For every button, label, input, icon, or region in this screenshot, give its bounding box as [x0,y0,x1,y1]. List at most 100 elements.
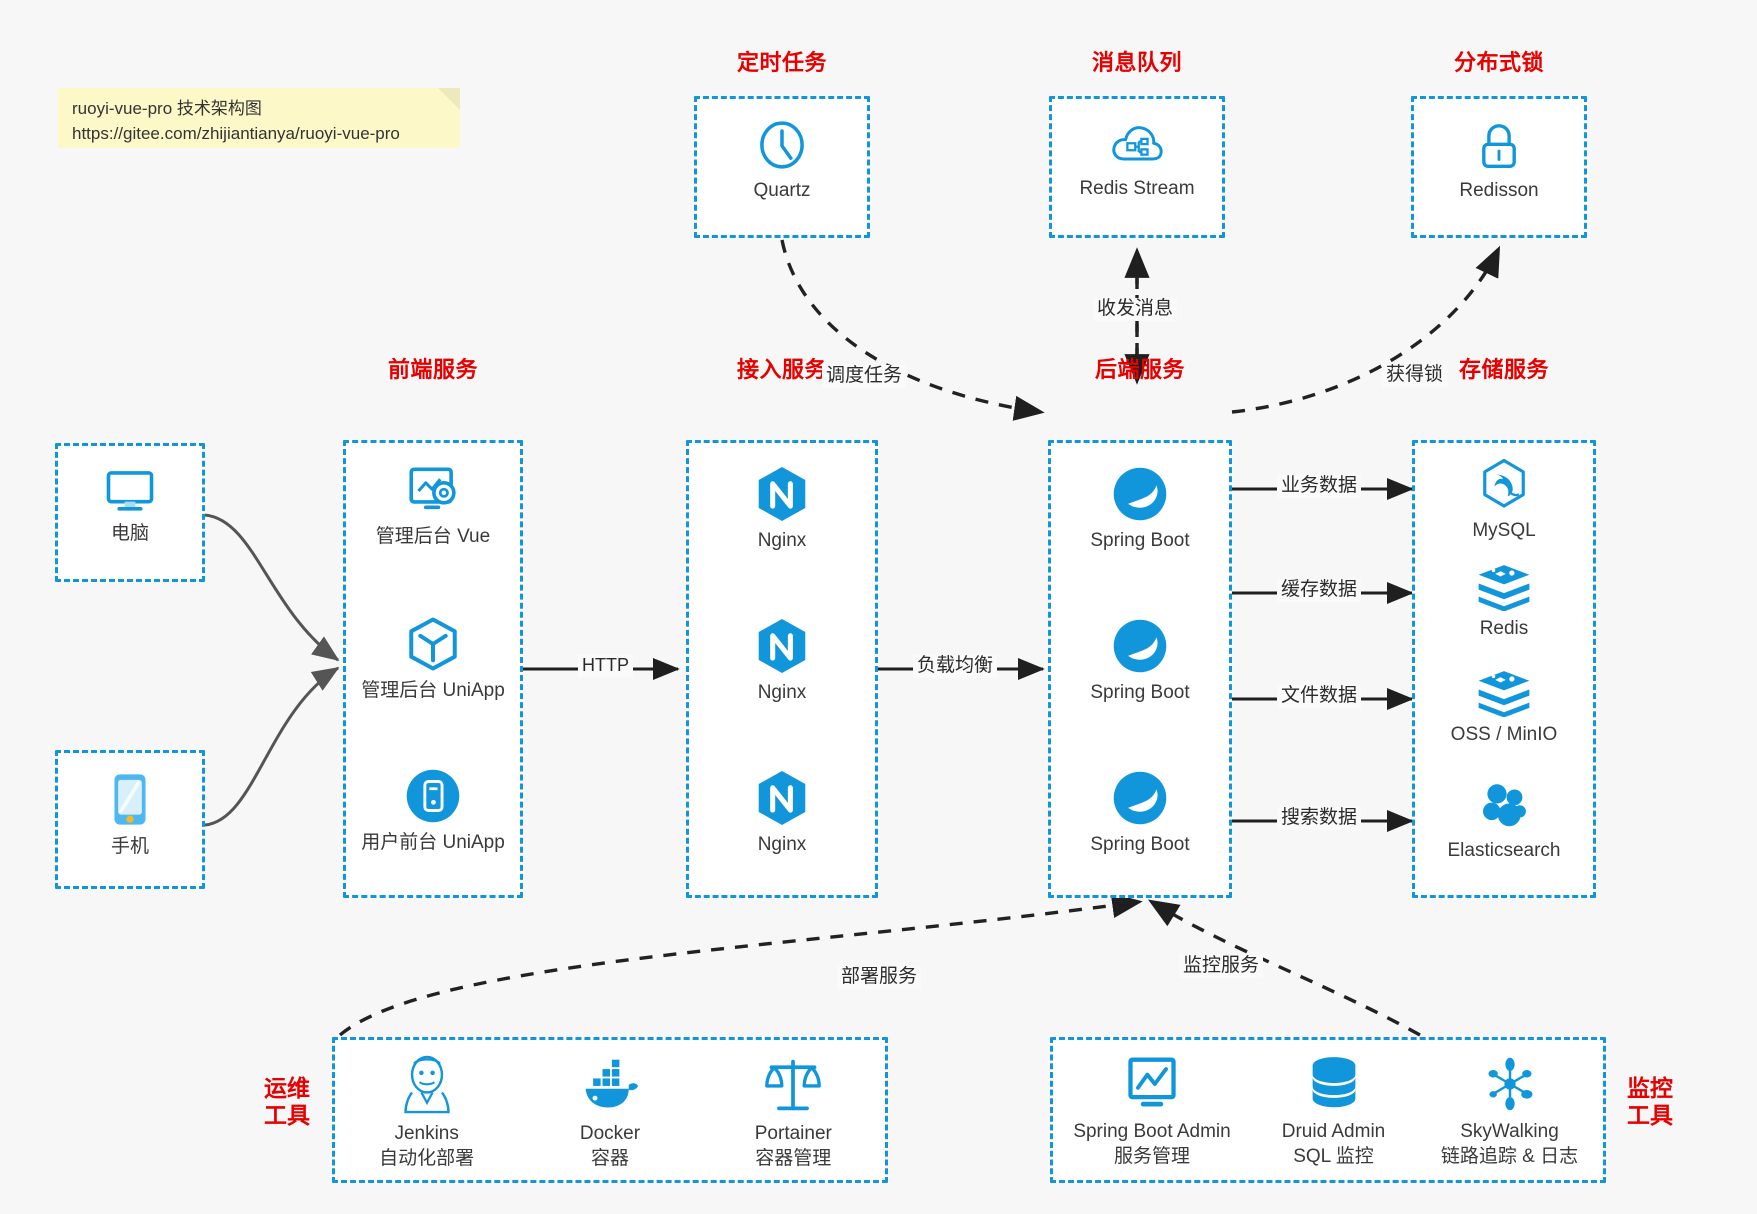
node-quartz[interactable]: Quartz [697,117,867,203]
group-box-client-desktop: 电脑 [55,443,205,582]
node-label: Nginx [757,530,807,551]
node-label: 手机 [110,836,149,857]
node-nginx-3[interactable]: Nginx [689,769,875,857]
node-label: Nginx [757,682,807,703]
node-name: Druid Admin [1281,1121,1386,1142]
node-admin-uniapp[interactable]: 管理后台 UniApp [346,615,520,703]
redis-stack-icon [1478,565,1530,611]
node-desc: 服务管理 [1113,1146,1190,1168]
edge-label-send-receive-message: 收发消息 [1093,298,1178,321]
group-title-distributed-lock: 分布式锁 [1453,50,1544,75]
edge-label-cache-data: 缓存数据 [1277,579,1362,602]
mysql-dolphin-icon [1483,458,1525,508]
nginx-icon [758,467,806,521]
nginx-icon [758,619,806,673]
node-redisson[interactable]: Redisson [1414,119,1584,203]
jenkins-butler-icon [403,1055,450,1114]
node-label: Redis [1479,618,1529,639]
group-title-scheduler: 定时任务 [736,50,827,75]
network-nodes-icon [1487,1057,1532,1111]
spring-boot-icon [1113,771,1167,825]
node-docker[interactable]: Docker 容器 [519,1054,701,1172]
clock-icon [760,121,804,169]
elasticsearch-icon [1483,784,1526,827]
cube-icon [409,617,457,671]
node-admin-vue[interactable]: 管理后台 Vue [346,463,520,549]
group-box-storage: MySQL Redis OSS / MinIO [1412,440,1596,898]
node-skywalking[interactable]: SkyWalking 链路追踪 & 日志 [1416,1054,1603,1170]
group-box-scheduler: Quartz [694,96,870,238]
node-label: 电脑 [110,523,149,544]
node-mysql[interactable]: MySQL [1415,457,1593,543]
node-druid-admin[interactable]: Druid Admin SQL 监控 [1251,1054,1416,1170]
node-nginx-1[interactable]: Nginx [689,465,875,553]
group-title-backend: 后端服务 [1094,357,1185,382]
node-label: Spring Boot [1090,530,1190,551]
node-label: Spring Boot [1090,682,1190,703]
cloud-stream-icon [1112,126,1163,161]
group-title-gateway: 接入服务 [736,357,827,382]
node-desc: 链路追踪 & 日志 [1440,1146,1579,1168]
node-label: Elasticsearch [1447,840,1561,861]
node-label: Nginx [757,834,807,855]
node-spring-boot-admin[interactable]: Spring Boot Admin 服务管理 [1053,1054,1251,1170]
node-label: MySQL [1472,520,1536,541]
node-spring-boot-1[interactable]: Spring Boot [1051,465,1229,553]
spring-boot-icon [1113,467,1167,521]
node-label: 管理后台 Vue [375,526,491,547]
node-desc: 自动化部署 [379,1148,475,1170]
object-storage-icon [1478,671,1530,717]
node-oss-minio[interactable]: OSS / MinIO [1415,669,1593,747]
node-jenkins[interactable]: Jenkins 自动化部署 [336,1054,518,1172]
node-label: Quartz [753,180,811,201]
node-redis[interactable]: Redis [1415,563,1593,641]
node-nginx-2[interactable]: Nginx [689,617,875,705]
node-label: Redisson [1459,180,1539,201]
node-name: Docker [579,1123,641,1144]
node-name: Jenkins [394,1123,459,1144]
spring-boot-icon [1113,619,1167,673]
node-user-uniapp[interactable]: 用户前台 UniApp [346,767,520,855]
node-spring-boot-3[interactable]: Spring Boot [1051,769,1229,857]
group-box-message-queue: Redis Stream [1049,96,1225,238]
nginx-icon [758,771,806,825]
mobile-app-icon [406,769,460,823]
database-cylinder-icon [1312,1057,1355,1108]
dashboard-gear-icon [409,467,456,510]
note-fold-corner [438,88,460,110]
node-spring-boot-2[interactable]: Spring Boot [1051,617,1229,705]
note-line-title: ruoyi-vue-pro 技术架构图 [72,99,262,118]
group-title-storage: 存储服务 [1458,357,1549,382]
node-label: Redis Stream [1079,178,1195,199]
node-redis-stream[interactable]: Redis Stream [1052,119,1222,201]
node-label: 管理后台 UniApp [361,680,505,701]
edge-label-monitor-service: 监控服务 [1179,955,1264,978]
group-box-monitoring: Spring Boot Admin 服务管理 Druid Admin SQL 监… [1050,1037,1606,1183]
edge-label-file-data: 文件数据 [1277,685,1362,708]
scales-balance-icon [765,1059,822,1111]
mobile-phone-icon [114,774,146,825]
edge-label-search-data: 搜索数据 [1277,807,1362,830]
sticky-note: ruoyi-vue-pro 技术架构图 https://gitee.com/zh… [58,88,460,148]
edge-label-deploy-service: 部署服务 [837,966,922,989]
desktop-monitor-icon [106,471,154,511]
group-box-devops: Jenkins 自动化部署 Docker 容器 [332,1037,888,1183]
edge-label-acquire-lock: 获得锁 [1382,364,1448,387]
group-box-frontend: 管理后台 Vue 管理后台 UniApp 用户前台 UniApp [343,440,523,898]
node-name: SkyWalking [1460,1121,1559,1142]
group-title-message-queue: 消息队列 [1091,50,1182,75]
node-desc: 容器 [590,1148,629,1170]
node-mobile[interactable]: 手机 [58,771,202,859]
node-elasticsearch[interactable]: Elasticsearch [1415,781,1593,863]
docker-whale-icon [585,1059,639,1108]
group-title-frontend: 前端服务 [387,357,478,382]
node-desktop[interactable]: 电脑 [58,464,202,546]
node-desc: SQL 监控 [1293,1146,1374,1168]
edge-label-load-balance: 负载均衡 [913,655,998,678]
node-portainer[interactable]: Portainer 容器管理 [703,1054,885,1172]
group-title-monitoring: 监控 工具 [1627,1075,1673,1129]
group-box-client-mobile: 手机 [55,750,205,889]
node-label: 用户前台 UniApp [361,832,505,853]
group-box-distributed-lock: Redisson [1411,96,1587,238]
